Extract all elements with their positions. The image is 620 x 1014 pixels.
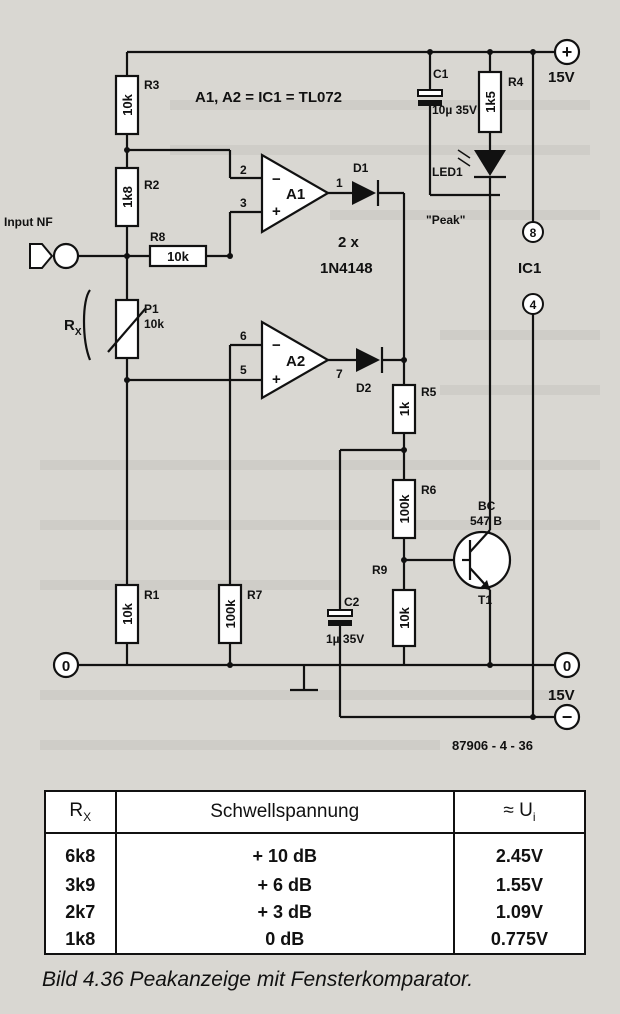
resistor-r3: 10k R3 bbox=[114, 74, 160, 136]
svg-text:R9: R9 bbox=[372, 563, 388, 577]
svg-text:10k: 10k bbox=[120, 93, 135, 115]
resistor-r9: 10k R9 bbox=[372, 563, 417, 648]
resistor-r8: 10k R8 bbox=[148, 230, 208, 268]
supply-minus-terminal: − bbox=[553, 703, 581, 731]
svg-text:C1: C1 bbox=[433, 67, 449, 81]
svg-text:D1: D1 bbox=[353, 161, 369, 175]
svg-text:R5: R5 bbox=[421, 385, 437, 399]
svg-text:D2: D2 bbox=[356, 381, 372, 395]
svg-text:1k5: 1k5 bbox=[483, 91, 498, 113]
supply-voltage-label: 15V bbox=[548, 69, 575, 86]
svg-text:7: 7 bbox=[336, 367, 343, 381]
svg-text:1: 1 bbox=[336, 176, 343, 190]
potentiometer-p1: P1 10k bbox=[107, 298, 164, 360]
opamp-a2: − + A2 6 5 7 bbox=[240, 320, 343, 400]
svg-text:1k: 1k bbox=[397, 401, 412, 416]
header-threshold: Schwellspannung bbox=[114, 792, 454, 834]
resistor-r1: 10k R1 bbox=[114, 583, 160, 645]
svg-text:−: − bbox=[562, 707, 573, 727]
svg-text:4: 4 bbox=[530, 298, 537, 312]
diode-d1: D1 bbox=[352, 161, 380, 206]
background-text-ghost bbox=[40, 100, 600, 750]
diode-type-label: 1N4148 bbox=[320, 260, 373, 277]
svg-text:547 B: 547 B bbox=[470, 514, 502, 528]
ground-voltage-label: 15V bbox=[548, 687, 575, 704]
svg-text:T1: T1 bbox=[478, 593, 492, 607]
ground-left-terminal: 0 bbox=[52, 651, 80, 679]
svg-text:3: 3 bbox=[240, 196, 247, 210]
transistor-t1: BC 547 B T1 bbox=[452, 499, 512, 607]
ic-title: A1, A2 = IC1 = TL072 bbox=[195, 89, 342, 106]
ground-right-terminal: 0 bbox=[553, 651, 581, 679]
svg-text:LED1: LED1 bbox=[432, 165, 463, 179]
resistor-r5: 1k R5 bbox=[391, 383, 437, 435]
svg-text:1µ 35V: 1µ 35V bbox=[326, 632, 364, 646]
ic-label: IC1 bbox=[518, 260, 541, 277]
svg-text:−: − bbox=[272, 337, 281, 354]
svg-text:8: 8 bbox=[530, 226, 537, 240]
svg-text:BC: BC bbox=[478, 499, 496, 513]
header-rx: RX bbox=[46, 792, 116, 834]
figure-code: 87906 - 4 - 36 bbox=[452, 738, 533, 753]
peak-label: "Peak" bbox=[426, 213, 465, 227]
svg-text:100k: 100k bbox=[223, 599, 238, 629]
svg-text:1k8: 1k8 bbox=[120, 186, 135, 208]
svg-text:6: 6 bbox=[240, 329, 247, 343]
diode-count-label: 2 x bbox=[338, 234, 360, 251]
pin4-marker: 4 bbox=[522, 293, 544, 315]
capacitor-c2: C2 1µ 35V bbox=[326, 595, 364, 646]
pin8-marker: 8 bbox=[522, 221, 544, 243]
figure-caption: Bild 4.36 Peakanzeige mit Fensterkompara… bbox=[42, 968, 474, 991]
svg-text:C2: C2 bbox=[344, 595, 360, 609]
resistor-r6: 100k R6 bbox=[391, 478, 437, 540]
svg-text:+: + bbox=[562, 42, 573, 62]
svg-text:10k: 10k bbox=[397, 606, 412, 628]
opamp-a1: − + A1 2 3 1 bbox=[240, 153, 343, 234]
svg-text:R4: R4 bbox=[508, 75, 524, 89]
input-label: Input NF bbox=[4, 215, 53, 229]
svg-text:R7: R7 bbox=[247, 588, 263, 602]
svg-text:100k: 100k bbox=[397, 494, 412, 524]
svg-text:R6: R6 bbox=[421, 483, 437, 497]
rx-label: RX bbox=[64, 317, 82, 338]
svg-text:10µ 35V: 10µ 35V bbox=[432, 103, 477, 117]
resistor-r4: 1k5 R4 bbox=[477, 70, 524, 134]
svg-text:A1: A1 bbox=[286, 186, 305, 203]
svg-text:R3: R3 bbox=[144, 78, 160, 92]
svg-text:5: 5 bbox=[240, 363, 247, 377]
svg-text:P1: P1 bbox=[144, 302, 159, 316]
svg-text:2: 2 bbox=[240, 163, 247, 177]
svg-text:10k: 10k bbox=[167, 249, 189, 264]
supply-plus-terminal: + bbox=[553, 38, 581, 66]
resistor-r2: 1k8 R2 bbox=[114, 166, 160, 228]
svg-text:10k: 10k bbox=[144, 317, 164, 331]
diode-d2: D2 bbox=[356, 347, 384, 395]
svg-text:0: 0 bbox=[62, 658, 70, 675]
svg-text:10k: 10k bbox=[120, 602, 135, 624]
svg-text:R2: R2 bbox=[144, 178, 160, 192]
svg-text:−: − bbox=[272, 171, 281, 188]
svg-text:A2: A2 bbox=[286, 353, 305, 370]
input-jack bbox=[29, 242, 80, 270]
header-ui: ≈ Ui bbox=[452, 792, 584, 834]
svg-text:R1: R1 bbox=[144, 588, 160, 602]
svg-text:+: + bbox=[272, 371, 281, 388]
svg-text:R8: R8 bbox=[150, 230, 166, 244]
svg-text:+: + bbox=[272, 203, 281, 220]
resistor-r7: 100k R7 bbox=[217, 583, 263, 645]
capacitor-c1: C1 10µ 35V bbox=[417, 67, 477, 117]
svg-text:0: 0 bbox=[563, 658, 571, 675]
